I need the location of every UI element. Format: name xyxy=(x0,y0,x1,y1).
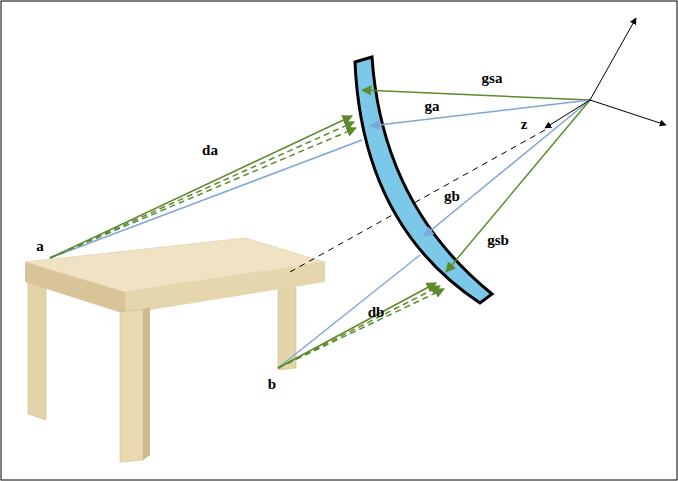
ray xyxy=(278,289,444,368)
label: gb xyxy=(444,189,460,204)
label: da xyxy=(202,143,218,158)
label: z xyxy=(521,117,528,132)
curved-mirror xyxy=(355,57,492,303)
ray xyxy=(50,140,362,258)
ray xyxy=(50,122,354,258)
label: b xyxy=(268,377,276,392)
label: db xyxy=(368,305,385,320)
ray xyxy=(278,283,436,368)
ray xyxy=(278,255,420,368)
table xyxy=(25,238,325,462)
optical-axis xyxy=(290,130,545,272)
label: gsa xyxy=(482,71,503,86)
label: ga xyxy=(425,99,440,114)
axis xyxy=(590,100,666,125)
ray xyxy=(446,100,590,272)
ray xyxy=(370,100,590,126)
label: a xyxy=(36,239,44,254)
ray xyxy=(362,90,590,100)
ray xyxy=(50,116,352,258)
ray xyxy=(424,100,590,236)
ray xyxy=(278,286,440,368)
label: gsb xyxy=(487,233,509,248)
axis xyxy=(545,100,590,128)
axis xyxy=(590,18,636,100)
ray xyxy=(50,128,356,258)
